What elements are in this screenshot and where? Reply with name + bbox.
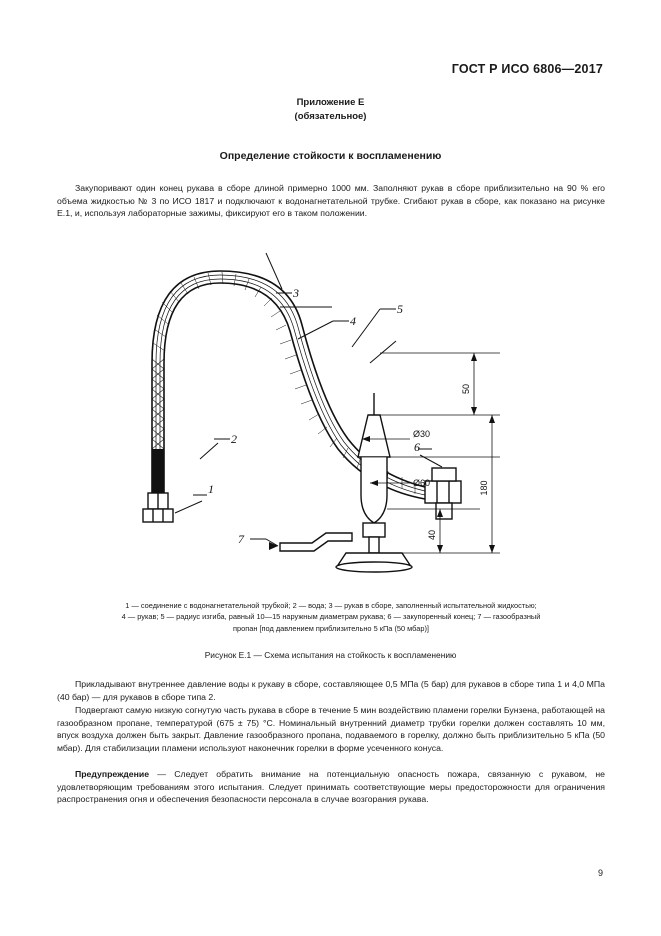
annex-title: Приложение Е bbox=[296, 97, 365, 108]
callout-5: 5 bbox=[397, 302, 403, 316]
callout-1: 1 bbox=[208, 482, 214, 496]
callout-7: 7 bbox=[238, 532, 245, 546]
paragraph-3-text: Подвергают самую низкую согнутую часть р… bbox=[57, 705, 605, 753]
paragraph-1: Закупоривают один конец рукава в сборе д… bbox=[57, 182, 605, 220]
dim-cone-height: 40 bbox=[427, 530, 437, 540]
paragraph-4: Предупреждение — Следует обратить вниман… bbox=[57, 768, 605, 806]
paragraph-1-text: Закупоривают один конец рукава в сборе д… bbox=[57, 183, 605, 219]
callout-4: 4 bbox=[350, 314, 356, 328]
callout-6: 6 bbox=[414, 440, 420, 454]
page-number: 9 bbox=[597, 868, 603, 878]
warning-label: Предупреждение bbox=[75, 769, 150, 779]
legend-line-2: 4 — рукав; 5 — радиус изгиба, равный 10—… bbox=[121, 612, 541, 622]
figure-legend: 1 — соединение с водонагнетательной труб… bbox=[50, 600, 612, 634]
annex-status: (обязательное) bbox=[294, 111, 367, 122]
section-heading: Определение стойкости к воспламенению bbox=[219, 150, 442, 162]
figure-e1: 1 2 3 4 5 6 7 50 180 40 Ø30 Ø60 bbox=[80, 243, 550, 593]
callout-2: 2 bbox=[231, 432, 237, 446]
water-fill bbox=[152, 449, 164, 493]
dim-diameter-inner: Ø30 bbox=[413, 429, 430, 439]
dim-main-vertical: 180 bbox=[479, 480, 489, 495]
figure-caption: Рисунок Е.1 — Схема испытания на стойкос… bbox=[204, 650, 457, 660]
paragraph-2: Прикладывают внутреннее давление воды к … bbox=[57, 678, 605, 703]
paragraph-3: Подвергают самую низкую согнутую часть р… bbox=[57, 704, 605, 754]
legend-line-1: 1 — соединение с водонагнетательной труб… bbox=[125, 601, 537, 610]
legend-line-3: пропан [под давлением приблизительно 5 к… bbox=[233, 623, 429, 633]
paragraph-4-text: — Следует обратить внимание на потенциал… bbox=[57, 769, 605, 805]
dim-diameter-outer: Ø60 bbox=[413, 478, 430, 488]
standard-header: ГОСТ Р ИСО 6806—2017 bbox=[451, 62, 603, 76]
dim-top-vertical: 50 bbox=[461, 384, 471, 394]
paragraph-2-text: Прикладывают внутреннее давление воды к … bbox=[57, 679, 605, 702]
annex-block: Приложение Е (обязательное) bbox=[0, 96, 661, 124]
callout-3: 3 bbox=[292, 286, 299, 300]
